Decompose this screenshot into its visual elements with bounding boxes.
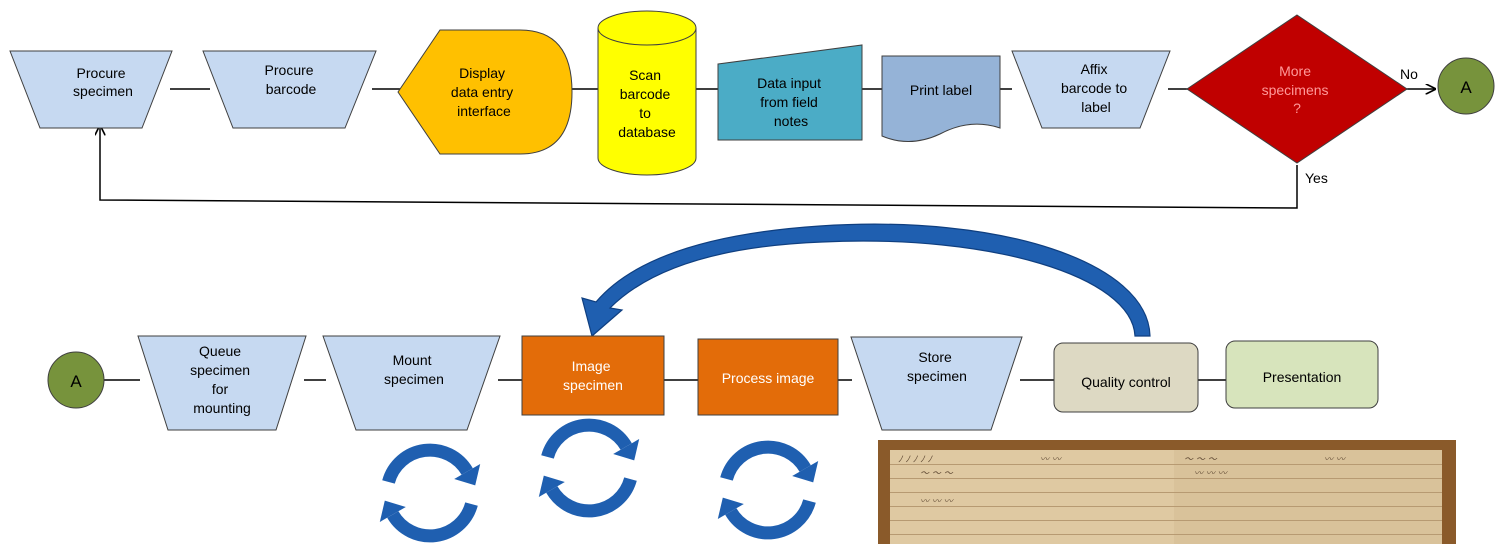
svg-text:Mount specimen: Mount specimen (384, 352, 444, 387)
queue-specimen-line-1: Queue (199, 343, 241, 359)
affix-barcode-step: Affix barcode to label (1011, 50, 1171, 129)
ledger-right-page: 〜 〜 〜 〰 〰 〰 〰 〰 (1174, 450, 1442, 544)
data-input-step: Data input from field notes (717, 44, 863, 141)
store-specimen-line-2: specimen (907, 368, 967, 384)
connector-a-top-label: A (1460, 78, 1472, 97)
scan-barcode-step: Scan barcode to database (597, 10, 697, 176)
svg-text:Print label: Print label (910, 82, 972, 98)
display-interface-line-1: Display (459, 65, 505, 81)
quality-control-line-1: Quality control (1081, 374, 1170, 390)
procure-specimen-line-2: specimen (73, 83, 133, 99)
refresh-cycle-icon (379, 443, 481, 543)
more-specimens-line-3: ? (1293, 100, 1301, 116)
display-interface-line-3: interface (457, 103, 511, 119)
affix-barcode-line-3: label (1081, 99, 1111, 115)
procure-specimen-line-1: Procure (77, 65, 126, 81)
data-input-line-2: from field (760, 94, 818, 110)
presentation-line-1: Presentation (1263, 369, 1342, 385)
store-specimen-line-1: Store (918, 349, 952, 365)
svg-text:Process image: Process image (722, 370, 815, 386)
svg-text:Procure barcode: Procure barcode (265, 62, 318, 97)
curved-arrow-icon (581, 223, 1151, 338)
image-specimen-line-1: Image (572, 358, 611, 374)
svg-text:Display data entry: Display data entry interface (451, 65, 517, 119)
handwritten-ledger-photo: ﾉ ﾉ ﾉ ﾉ ﾉ 〜 〜 〜 〰 〰 〰 〰 〰 〜 〜 〜 〰 〰 〰 〰 … (878, 440, 1456, 544)
store-specimen-step: Store specimen (850, 336, 1023, 431)
display-interface-line-2: data entry (451, 84, 513, 100)
print-label-line-1: Print label (910, 82, 972, 98)
queue-specimen-line-3: for (212, 381, 229, 397)
procure-barcode-line-2: barcode (266, 81, 317, 97)
more-specimens-decision: More specimens ? (1186, 14, 1408, 164)
data-input-line-3: notes (774, 113, 808, 129)
svg-text:Store specimen: Store specimen (907, 349, 967, 384)
image-specimen-line-2: specimen (563, 377, 623, 393)
svg-text:Data input from field: Data input from field notes (757, 75, 825, 129)
queue-specimen-step: Queue specimen for mounting (137, 335, 307, 431)
cycle-icons (379, 418, 819, 543)
refresh-cycle-icon (538, 418, 640, 518)
connector-a-top: A (1437, 57, 1495, 115)
row1-connectors (100, 89, 1435, 209)
data-input-line-1: Data input (757, 75, 821, 91)
ledger-left-page: ﾉ ﾉ ﾉ ﾉ ﾉ 〜 〜 〜 〰 〰 〰 〰 〰 (890, 450, 1174, 544)
scan-barcode-line-2: barcode (620, 86, 671, 102)
yes-label: Yes (1305, 170, 1328, 186)
presentation-step: Presentation (1225, 340, 1379, 409)
process-image-line-1: Process image (722, 370, 815, 386)
connector-a-bottom: A (47, 351, 105, 409)
more-specimens-line-2: specimens (1262, 82, 1329, 98)
queue-specimen-line-4: mounting (193, 400, 251, 416)
scan-barcode-line-4: database (618, 124, 676, 140)
svg-text:Scan barcode to: Scan barcode to database (618, 67, 676, 140)
print-label-step: Print label (881, 55, 1001, 142)
refresh-cycle-icon (717, 440, 819, 540)
image-specimen-step: Image specimen (521, 335, 665, 416)
scan-barcode-line-1: Scan (629, 67, 661, 83)
svg-text:Procure specimen: Procure specimen (73, 65, 133, 99)
scan-barcode-line-3: to (639, 105, 651, 121)
mount-specimen-line-1: Mount (393, 352, 432, 368)
svg-text:More specimens ?: More specimens ? (1262, 63, 1333, 116)
svg-text:Presentation: Presentation (1263, 369, 1342, 385)
queue-specimen-line-2: specimen (190, 362, 250, 378)
procure-barcode-step: Procure barcode (202, 50, 377, 129)
svg-text:Affix barcode to l: Affix barcode to label (1061, 61, 1131, 115)
procure-barcode-line-1: Procure (265, 62, 314, 78)
svg-text:Image specimen: Image specimen (563, 358, 623, 393)
affix-barcode-line-1: Affix (1081, 61, 1108, 77)
svg-text:Queue specimen for: Queue specimen for mounting (190, 343, 254, 416)
mount-specimen-line-2: specimen (384, 371, 444, 387)
quality-control-step: Quality control (1053, 342, 1199, 413)
process-image-step: Process image (697, 338, 839, 416)
more-specimens-line-1: More (1279, 63, 1311, 79)
procure-specimen-step: Procure specimen (9, 50, 173, 129)
affix-barcode-line-2: barcode to (1061, 80, 1127, 96)
svg-text:Quality control: Quality control (1081, 374, 1170, 390)
connector-a-bottom-label: A (70, 372, 82, 391)
mount-specimen-step: Mount specimen (322, 335, 501, 431)
display-interface-step: Display data entry interface (397, 29, 573, 155)
no-label: No (1400, 66, 1418, 82)
